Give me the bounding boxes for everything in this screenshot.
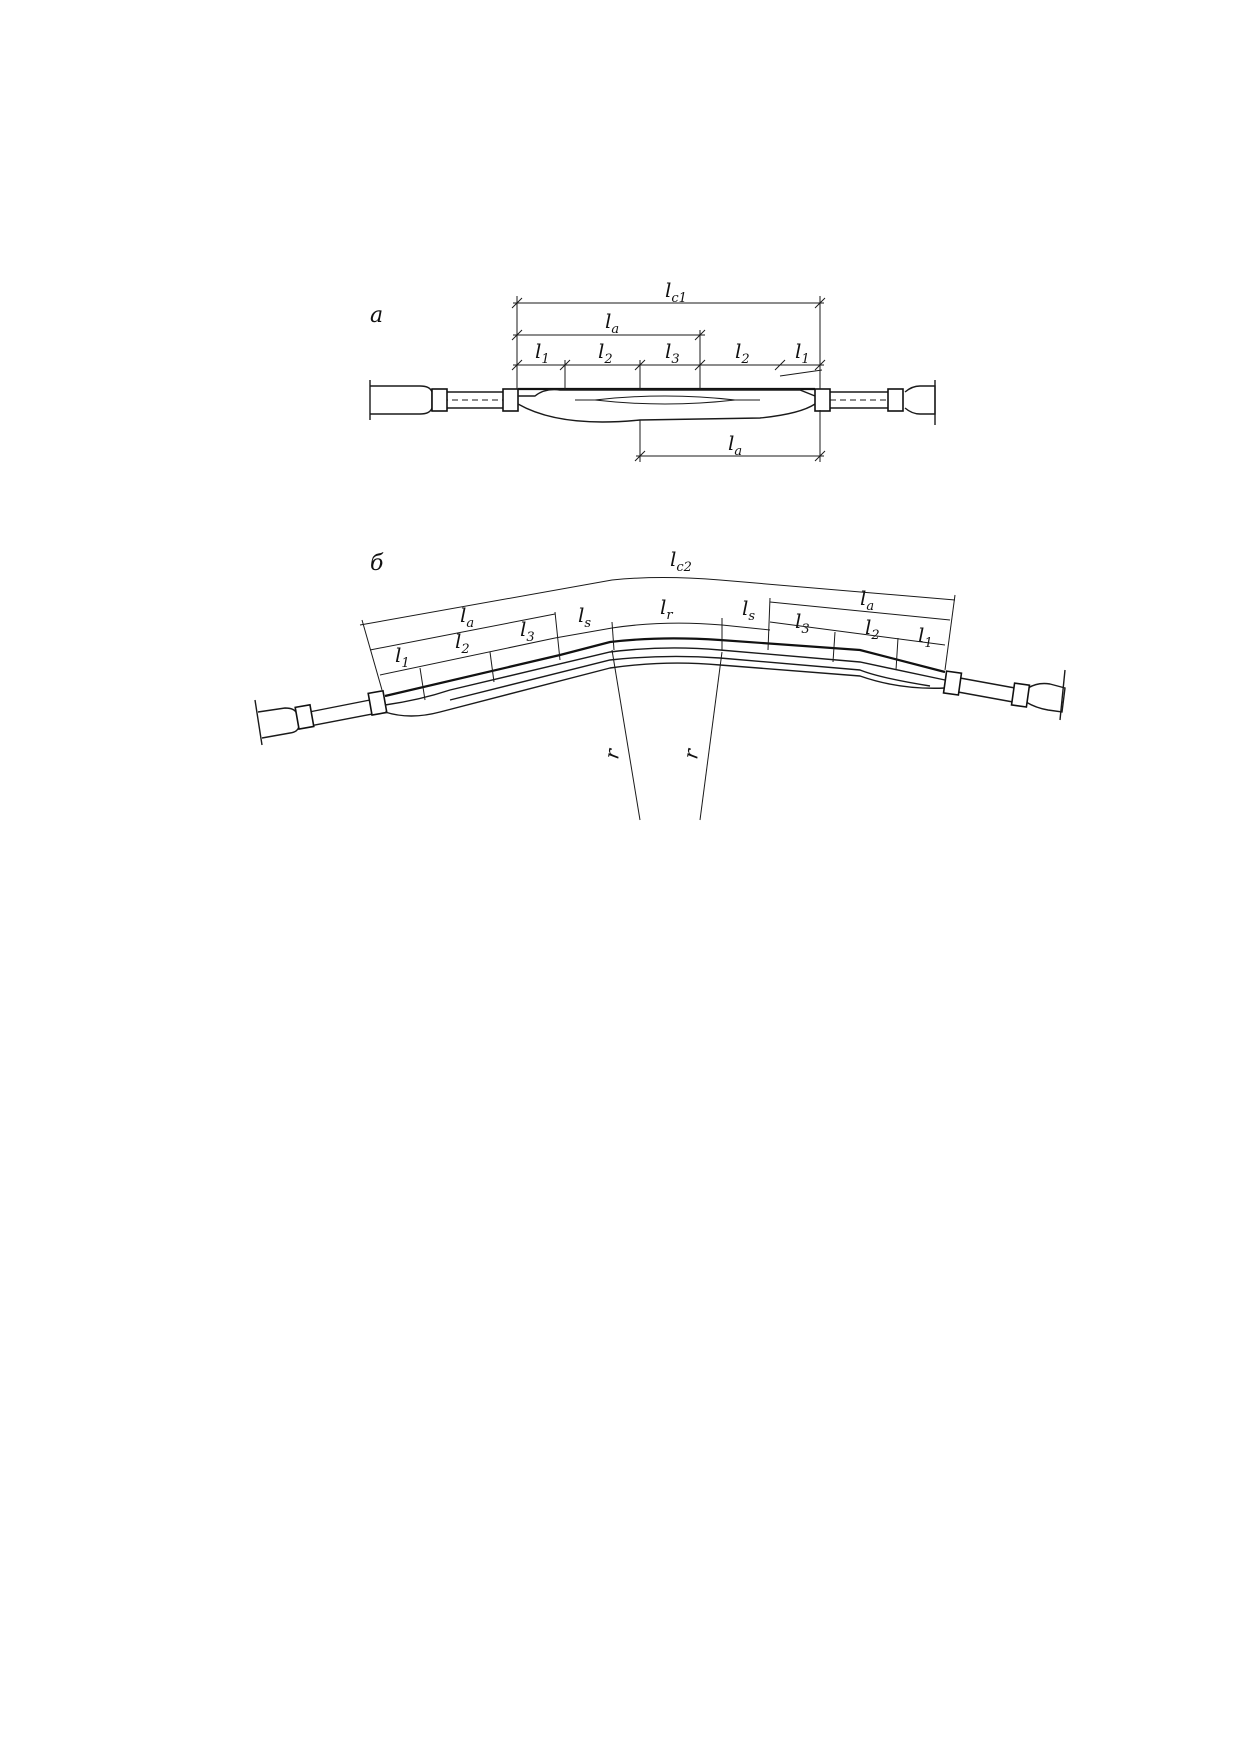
left-inner-joint-b xyxy=(367,689,388,716)
dim-right-tick-2 xyxy=(832,631,836,663)
dim-right-tick-1 xyxy=(767,597,771,651)
label-l1-left-b: l1 xyxy=(395,643,410,671)
panel-b: б xyxy=(254,547,1066,821)
central-section xyxy=(517,387,816,423)
label-l1-right-b: l1 xyxy=(918,623,933,651)
right-inner-joint xyxy=(814,388,831,412)
label-l2-left-b: l2 xyxy=(455,629,470,657)
dim-right-tick-3 xyxy=(895,637,899,671)
right-outer-joint-b xyxy=(1010,682,1031,708)
label-r-left: r xyxy=(599,746,625,761)
label-la-bottom: la xyxy=(728,431,742,459)
left-outer-joint-b xyxy=(294,703,315,730)
radius-line-right xyxy=(699,651,723,821)
label-l2-right-b: l2 xyxy=(865,615,880,643)
label-l2-right: l2 xyxy=(735,339,750,367)
label-ls-left: ls xyxy=(578,603,591,631)
dim-left-tick-3 xyxy=(554,611,561,661)
curved-section xyxy=(384,637,946,717)
dim-left-zones-line xyxy=(379,637,556,676)
panel-a-letter: а xyxy=(370,303,383,328)
dim-right-zones-line xyxy=(769,621,946,646)
dim-lr-line xyxy=(611,622,723,629)
right-rail-end-b xyxy=(957,669,1066,721)
dim-left-tick-1 xyxy=(419,667,426,701)
right-inner-joint-b xyxy=(942,670,963,696)
dim-lc2-left-ext xyxy=(361,619,383,691)
dim-lc2-right-ext xyxy=(944,594,956,671)
left-outer-joint xyxy=(431,388,448,412)
right-outer-joint xyxy=(887,388,904,412)
dimension-lines-a xyxy=(511,296,826,462)
label-lc1: lc1 xyxy=(665,278,687,306)
label-la-left-b: la xyxy=(460,603,474,631)
label-l3-left-b: l3 xyxy=(520,617,535,645)
label-la-right-b: la xyxy=(860,586,874,614)
label-l1-left: l1 xyxy=(535,339,550,367)
dim-la-right-line xyxy=(769,601,951,621)
dim-lc2-line xyxy=(359,577,956,626)
dim-ls-right-line xyxy=(721,624,771,631)
label-ls-right: ls xyxy=(742,596,755,624)
radius-line-left xyxy=(611,649,641,821)
label-l3: l3 xyxy=(665,339,680,367)
panel-b-letter: б xyxy=(370,551,384,576)
dim-ls-left-line xyxy=(554,627,613,639)
label-lr: lr xyxy=(660,595,673,623)
label-la-top: la xyxy=(605,309,619,337)
label-l3-right-b: l3 xyxy=(795,609,810,637)
label-l1-right: l1 xyxy=(795,339,810,367)
dim-la-left-line xyxy=(369,613,556,651)
label-l2-left: l2 xyxy=(598,339,613,367)
dim-left-tick-2 xyxy=(489,651,495,683)
label-lc2: lc2 xyxy=(670,547,692,575)
right-rail-end xyxy=(830,380,936,425)
label-r-right: r xyxy=(678,746,704,761)
dim-ls-left-ext xyxy=(611,621,615,651)
panel-a: а xyxy=(369,278,936,462)
left-inner-joint xyxy=(502,388,519,412)
